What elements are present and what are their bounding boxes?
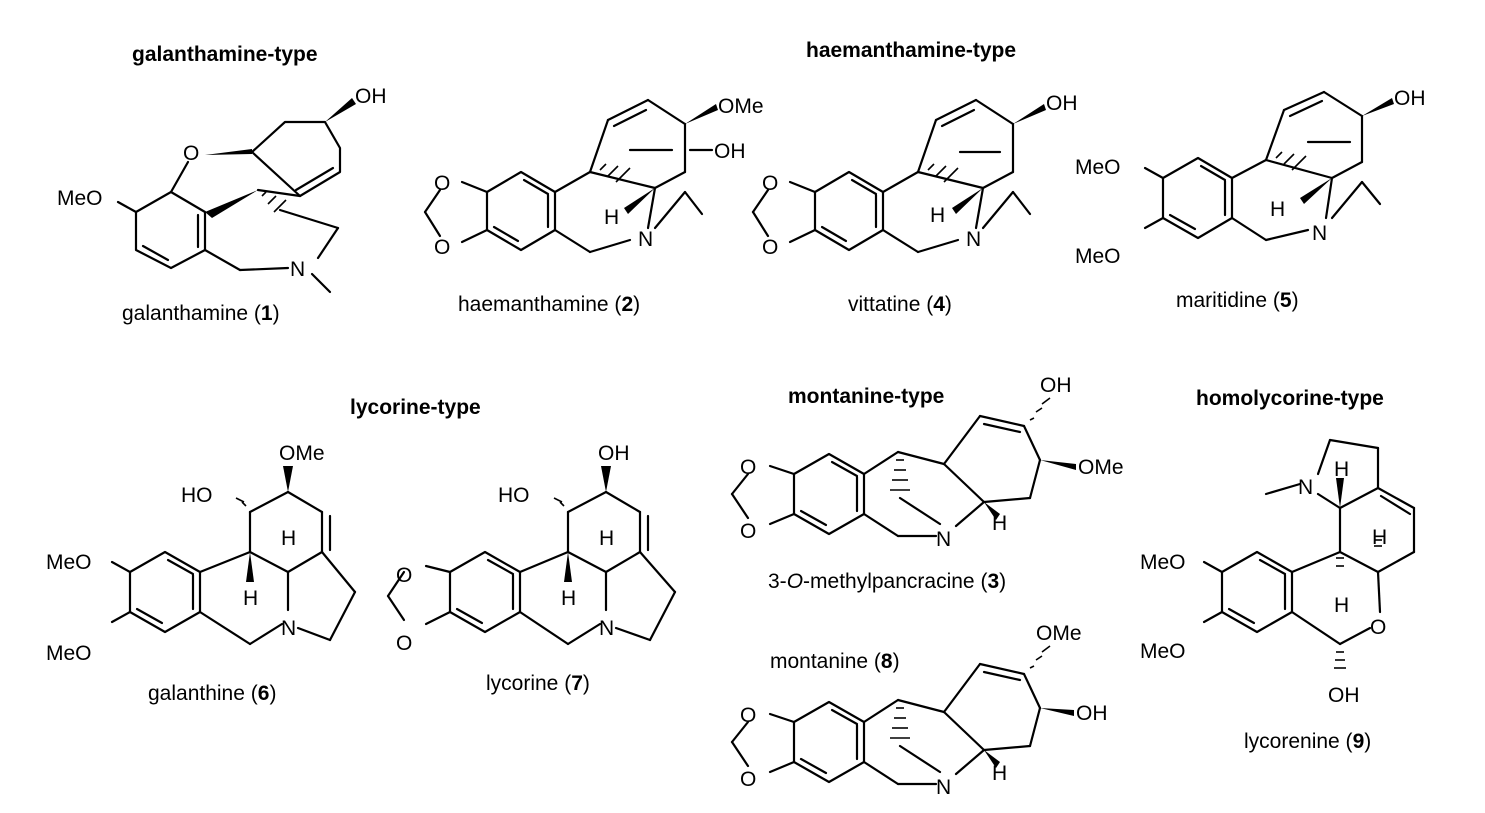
header-lycorine-type: lycorine-type [350, 396, 481, 419]
caption-galanthamine: galanthamine (1) [122, 302, 280, 325]
atom-oh: OH [1328, 684, 1360, 707]
atom-o: O [434, 236, 450, 259]
atom-meo: MeO [46, 642, 92, 665]
atom-oh: OH [1046, 92, 1078, 115]
atom-oh: OH [1076, 702, 1108, 725]
atom-h: H [992, 512, 1007, 535]
atom-oh: OH [1394, 87, 1426, 110]
atom-n: N [1312, 222, 1327, 245]
atom-ho: HO [498, 484, 530, 507]
atom-oh: OH [714, 140, 746, 163]
structure-methylpancracine: O O OH OMe H N [730, 374, 1124, 551]
header-montanine-type: montanine-type [788, 385, 944, 408]
atom-ome: OMe [279, 442, 325, 465]
atom-ho: HO [181, 484, 213, 507]
caption-vittatine: vittatine (4) [848, 293, 952, 316]
atom-o: O [183, 142, 199, 165]
header-galanthamine-type: galanthamine-type [132, 43, 318, 66]
atom-h: H [281, 527, 296, 550]
atom-o: O [434, 172, 450, 195]
atom-o: O [740, 768, 756, 791]
atom-n: N [936, 776, 951, 799]
atom-h: H [561, 587, 576, 610]
atom-h: H [1270, 198, 1285, 221]
structure-maritidine: MeO MeO OH H N [1075, 87, 1426, 268]
caption-haemanthamine: haemanthamine (2) [458, 293, 640, 316]
atom-meo: MeO [1140, 640, 1186, 663]
caption-maritidine: maritidine (5) [1176, 289, 1299, 312]
header-haemanthamine-type: haemanthamine-type [806, 39, 1016, 62]
atom-o: O [762, 236, 778, 259]
atom-o: O [740, 520, 756, 543]
caption-montanine: montanine (8) [770, 650, 900, 673]
atom-n: N [1298, 476, 1313, 499]
atom-h: H [604, 206, 619, 229]
atom-ome: OMe [718, 95, 764, 118]
caption-galanthine: galanthine (6) [148, 682, 276, 705]
structure-lycorine: O O OH HO H H N [386, 442, 677, 655]
atom-h: H [930, 204, 945, 227]
atom-oh: OH [598, 442, 630, 465]
atom-n: N [936, 528, 951, 551]
atom-o: O [396, 632, 412, 655]
structure-galanthamine: MeO O OH N [57, 85, 387, 294]
atom-meo: MeO [1075, 156, 1121, 179]
atom-o: O [1370, 616, 1386, 639]
atom-oh: OH [1040, 374, 1072, 397]
caption-methylpancracine: 3-O-methylpancracine (3) [768, 570, 1006, 593]
atom-h: H [1372, 526, 1387, 549]
atom-n: N [966, 228, 981, 251]
atom-o: O [762, 172, 778, 195]
atom-h: H [243, 587, 258, 610]
atom-h: H [992, 762, 1007, 785]
atom-o: O [740, 704, 756, 727]
header-homolycorine-type: homolycorine-type [1196, 387, 1384, 410]
atom-n: N [290, 258, 305, 281]
atom-meo: MeO [46, 551, 92, 574]
atom-n: N [281, 617, 296, 640]
atom-meo: MeO [1075, 245, 1121, 268]
atom-h: H [1334, 594, 1349, 617]
atom-n: N [638, 228, 653, 251]
atom-oh: OH [355, 85, 387, 108]
atom-h: H [599, 527, 614, 550]
atom-n: N [599, 617, 614, 640]
atom-o: O [396, 564, 412, 587]
atom-h: H [1334, 458, 1349, 481]
atom-ome: OMe [1078, 456, 1124, 479]
structure-vittatine: O O OH H N [751, 92, 1078, 259]
structure-haemanthamine: O O OMe OH H N [423, 95, 764, 259]
structure-galanthine: MeO MeO OMe HO H H N [46, 442, 357, 665]
atom-meo: MeO [1140, 551, 1186, 574]
caption-lycorenine: lycorenine (9) [1244, 730, 1371, 753]
structure-lycorenine: MeO MeO N H H H O OH [1140, 438, 1416, 707]
structure-montanine: O O OMe OH H N [730, 622, 1108, 799]
caption-lycorine: lycorine (7) [486, 672, 590, 695]
atom-meo: MeO [57, 187, 103, 210]
atom-ome: OMe [1036, 622, 1082, 645]
atom-o: O [740, 456, 756, 479]
